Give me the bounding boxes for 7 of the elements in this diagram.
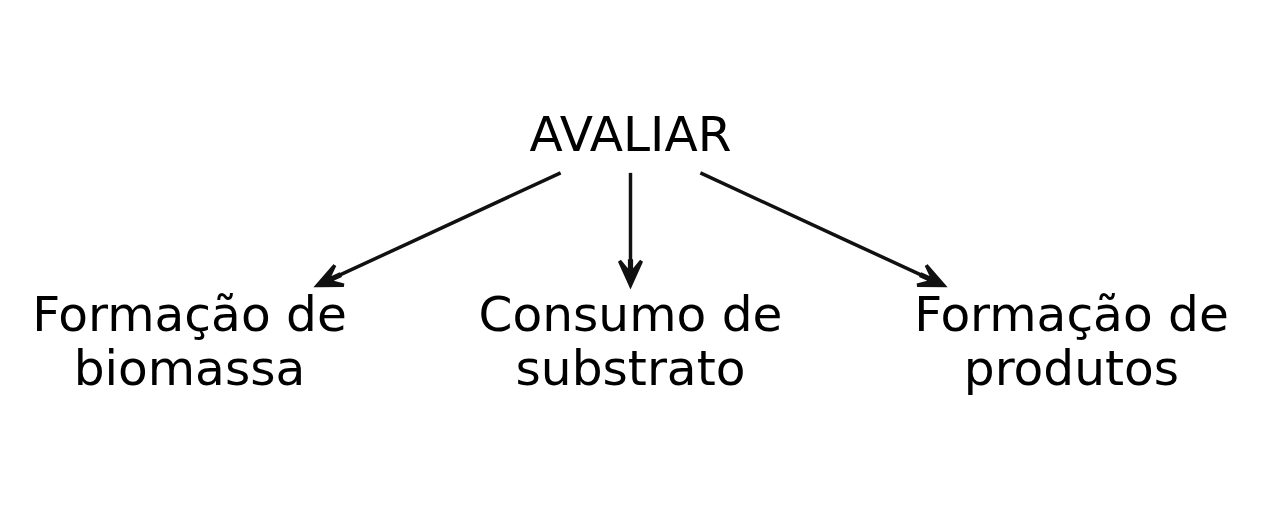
node-text: Formação de produtos [914, 286, 1229, 397]
arrow [699, 171, 946, 288]
arrow [315, 171, 562, 288]
arrow [617, 172, 644, 287]
node-text: AVALIAR [529, 105, 732, 162]
node-text: Formação de biomassa [32, 286, 347, 397]
node-text: Consumo de substrato [478, 286, 783, 397]
